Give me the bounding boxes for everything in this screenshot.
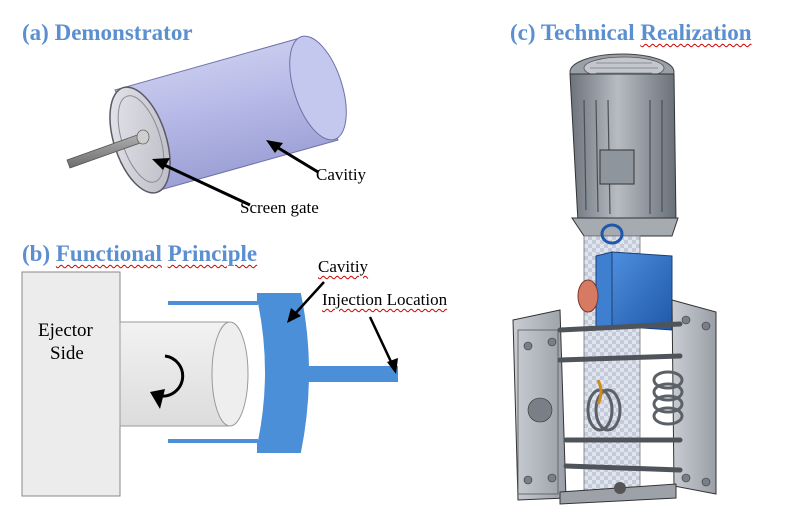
cavity-arrow [266,140,319,174]
cavity-b-arrow [287,281,325,323]
ejector-side-box [21,271,121,497]
rotation-arrow-icon [150,354,185,409]
ejector-side-label-line2: Side [50,343,84,364]
screen-gate-label: Screen gate [240,198,319,217]
injection-location-text: Injection Location [322,290,448,309]
panel-c-prefix: (c) [510,20,536,45]
injection-location-label: Injection Location [322,290,447,310]
panel-b-title: (b) Functional Principle [22,241,257,267]
panel-b-title-word2: Principle [167,241,258,266]
injection-location-arrow [368,316,398,374]
cavity-label-a: Cavitiy [316,165,367,184]
injection-rod [66,129,150,169]
screen-gate-arrow [152,158,251,207]
panel-b-prefix: (b) [22,241,51,266]
ejector-side-label-line1: Ejector [38,320,93,341]
injection-channel [305,366,398,382]
panel-c-title-word1: Technical [540,20,635,45]
machine-illustration [512,53,717,505]
panel-c-title: (c) Technical Realization [510,20,752,46]
cavity-shape [168,293,309,453]
panel-c-title-word2: Realization [640,20,752,45]
panel-a-title: (a) Demonstrator [22,20,193,46]
cavity-label-b: Cavitiy [318,257,369,276]
panel-a-prefix: (a) [22,20,49,45]
panel-a-title-text: Demonstrator [54,20,193,45]
panel-b-title-word1: Functional [55,241,162,266]
